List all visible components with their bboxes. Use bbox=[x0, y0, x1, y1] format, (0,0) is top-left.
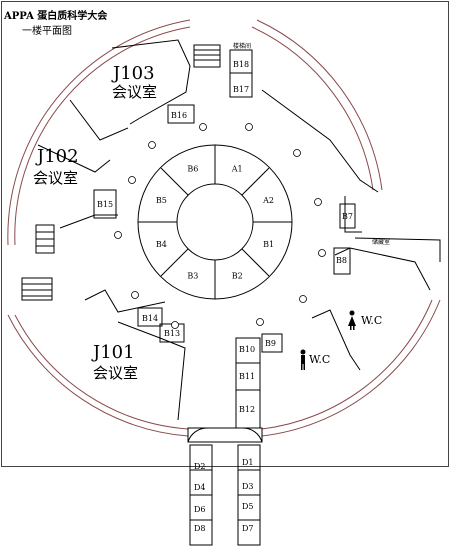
pillars bbox=[114, 123, 326, 329]
restroom-male-icon bbox=[300, 349, 306, 370]
restroom-label-2: W.C bbox=[309, 353, 330, 366]
stair-label: 楼梯间 bbox=[233, 42, 251, 50]
booth-b10: B10 bbox=[239, 345, 255, 354]
booth-d5: D5 bbox=[242, 502, 254, 511]
booth-b8: B8 bbox=[336, 256, 347, 265]
booth-d7: D7 bbox=[242, 524, 254, 533]
booth-d3: D3 bbox=[242, 482, 254, 491]
storage-room-label: 储藏室 bbox=[372, 238, 390, 246]
booth-b7: B7 bbox=[342, 212, 353, 221]
booth-b9: B9 bbox=[265, 339, 276, 348]
ring-booth-a2: A2 bbox=[262, 196, 274, 205]
ring-booth-b1: B1 bbox=[263, 240, 274, 249]
booth-d6: D6 bbox=[194, 505, 206, 514]
restroom-female-icon bbox=[348, 310, 356, 330]
ring-booth-b3: B3 bbox=[187, 272, 198, 281]
booth-b15: B15 bbox=[97, 200, 113, 209]
booth-b18: B18 bbox=[233, 60, 249, 69]
booth-b14: B14 bbox=[142, 314, 158, 323]
ring-booth-b6: B6 bbox=[187, 164, 198, 173]
booth-b11: B11 bbox=[239, 372, 255, 381]
booth-b13: B13 bbox=[164, 329, 180, 338]
booth-d8: D8 bbox=[194, 524, 206, 533]
header-title: APPA 蛋白质科学大会 bbox=[4, 11, 108, 22]
ring-booth-b5: B5 bbox=[156, 196, 167, 205]
booth-d4: D4 bbox=[194, 483, 206, 492]
booth-d2: D2 bbox=[194, 462, 206, 471]
room-j101-code: J101 bbox=[91, 342, 135, 363]
booth-b17: B17 bbox=[233, 85, 249, 94]
room-j103-name: 会议室 bbox=[112, 83, 157, 101]
header-subtitle: 一楼平面图 bbox=[22, 26, 72, 37]
page-border bbox=[1, 1, 449, 467]
outer-wall bbox=[7, 19, 441, 437]
room-j102-name: 会议室 bbox=[33, 169, 78, 187]
booth-d1: D1 bbox=[242, 458, 254, 467]
ring-booth-a1: A1 bbox=[231, 164, 243, 173]
room-j102-code: J102 bbox=[35, 146, 79, 167]
ring-booth-b2: B2 bbox=[232, 272, 243, 281]
booth-ring bbox=[137, 144, 293, 300]
room-j101-name: 会议室 bbox=[93, 364, 138, 382]
room-j103-code: J103 bbox=[111, 63, 155, 84]
ring-booth-b4: B4 bbox=[156, 240, 167, 249]
booth-b16: B16 bbox=[171, 111, 187, 120]
room-walls bbox=[21, 39, 441, 546]
restroom-label-1: W.C bbox=[361, 314, 382, 327]
booth-b12: B12 bbox=[239, 405, 255, 414]
